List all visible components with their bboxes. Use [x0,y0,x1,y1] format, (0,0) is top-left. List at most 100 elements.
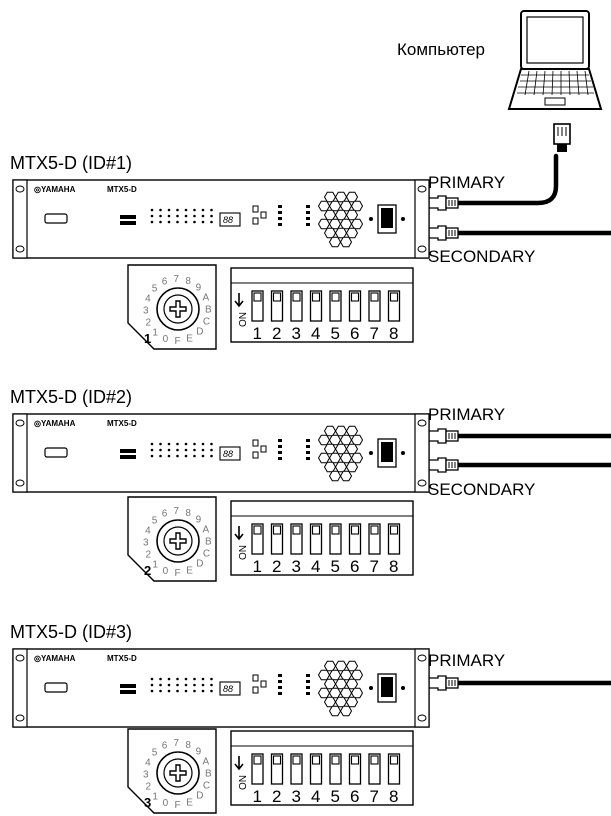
vent-hex [345,678,359,690]
id-display [219,681,241,696]
rotary-digit: B [205,769,212,780]
rj45-connector-icon [427,675,459,691]
vent-hex [328,705,342,717]
dip-switch-lever [272,292,282,302]
rack-screw-hole [15,479,25,487]
dip-switch-lever [311,292,321,302]
status-led [278,223,282,226]
dip-switch-lever [350,292,360,302]
dip-switch-number: 3 [292,557,301,576]
output-button [120,455,136,459]
meter-led [210,677,213,681]
rotary-digit: 9 [196,283,202,294]
dip-switch-number: 8 [389,324,398,343]
primary-cable-to-computer [455,153,559,206]
preset-up-button [252,205,259,213]
vent-hex [345,425,359,437]
vent-hex [334,209,348,221]
dip-switch [309,290,323,322]
dip-switch-number: 7 [370,787,379,806]
status-led [278,451,282,454]
meter-led [150,677,154,681]
vent-hex [334,443,348,455]
power-indicator [401,451,405,455]
meter-led [167,208,171,212]
brand-logo: ◎YAMAHA [34,654,76,663]
rack-screw-hole [417,419,427,427]
display-digits: 88 [223,449,233,459]
power-switch-rocker [381,442,393,462]
rotary-digit: 2 [146,781,152,792]
id-display [219,212,241,227]
rack-screw-hole [417,245,427,253]
meter-led [159,208,162,212]
input-button [120,684,136,688]
rotary-digit: 4 [145,294,151,305]
meter-led [210,683,213,687]
rotary-digit: 1 [152,327,158,338]
dip-switch [368,290,381,322]
rotary-digit: 2 [146,317,152,328]
vent-hex [345,696,359,708]
dip-switch-number: 1 [253,787,262,806]
input-button [120,449,136,453]
usb-port-icon [44,213,68,224]
meter-led [210,689,213,693]
meter-led [176,677,179,681]
vent-hex [323,191,337,203]
dip-switch-number: 8 [389,557,398,576]
rotary-digit: 0 [163,798,169,809]
vent-hex [339,687,353,699]
dip-switch-number: 8 [389,787,398,806]
vent-hex [339,470,353,482]
model-name: MTX5-D [107,654,137,663]
vent-hex [317,687,331,699]
status-led [306,439,310,442]
dip-switch [309,523,323,555]
on-arrow-icon [234,756,244,771]
preset-down-button [252,451,259,459]
rack-ear-right [414,413,430,493]
dip-switch [387,753,401,785]
dip-switch [368,753,381,785]
rack-screw-hole [15,714,25,722]
dip-switch-lever [292,755,301,765]
rj45-connector-icon [427,428,459,444]
rack-ear-left [12,179,28,259]
rotary-digit: E [186,797,193,808]
rotary-digit: 4 [145,526,151,537]
vent-hex [334,425,348,437]
vent-hex [339,669,353,681]
dip-switch-lever [350,755,360,765]
dip-switch-lever [253,525,262,535]
vent-hex [345,209,359,221]
vent-hex [334,678,348,690]
meter-led [167,220,171,224]
status-led [278,692,282,695]
dip-switch-lever [311,525,321,535]
vent-hex [339,705,353,717]
dip-switch-number: 1 [253,324,262,343]
meter-led [167,689,171,693]
vent-hex [339,236,353,248]
vent-hex [328,434,342,446]
meter-led [201,454,205,458]
rack-screw-hole [417,654,427,662]
vent-hex [328,669,342,681]
rotary-digit: 2 [146,549,152,560]
vent-hex [339,452,353,464]
status-led [306,211,310,214]
vent-hex [345,443,359,455]
rotary-digit: D [196,559,203,570]
status-led [278,674,282,677]
brand-logo: ◎YAMAHA [34,419,76,428]
dip-switch [368,523,381,555]
meter-led [184,208,188,212]
rotary-digit: D [196,791,203,802]
